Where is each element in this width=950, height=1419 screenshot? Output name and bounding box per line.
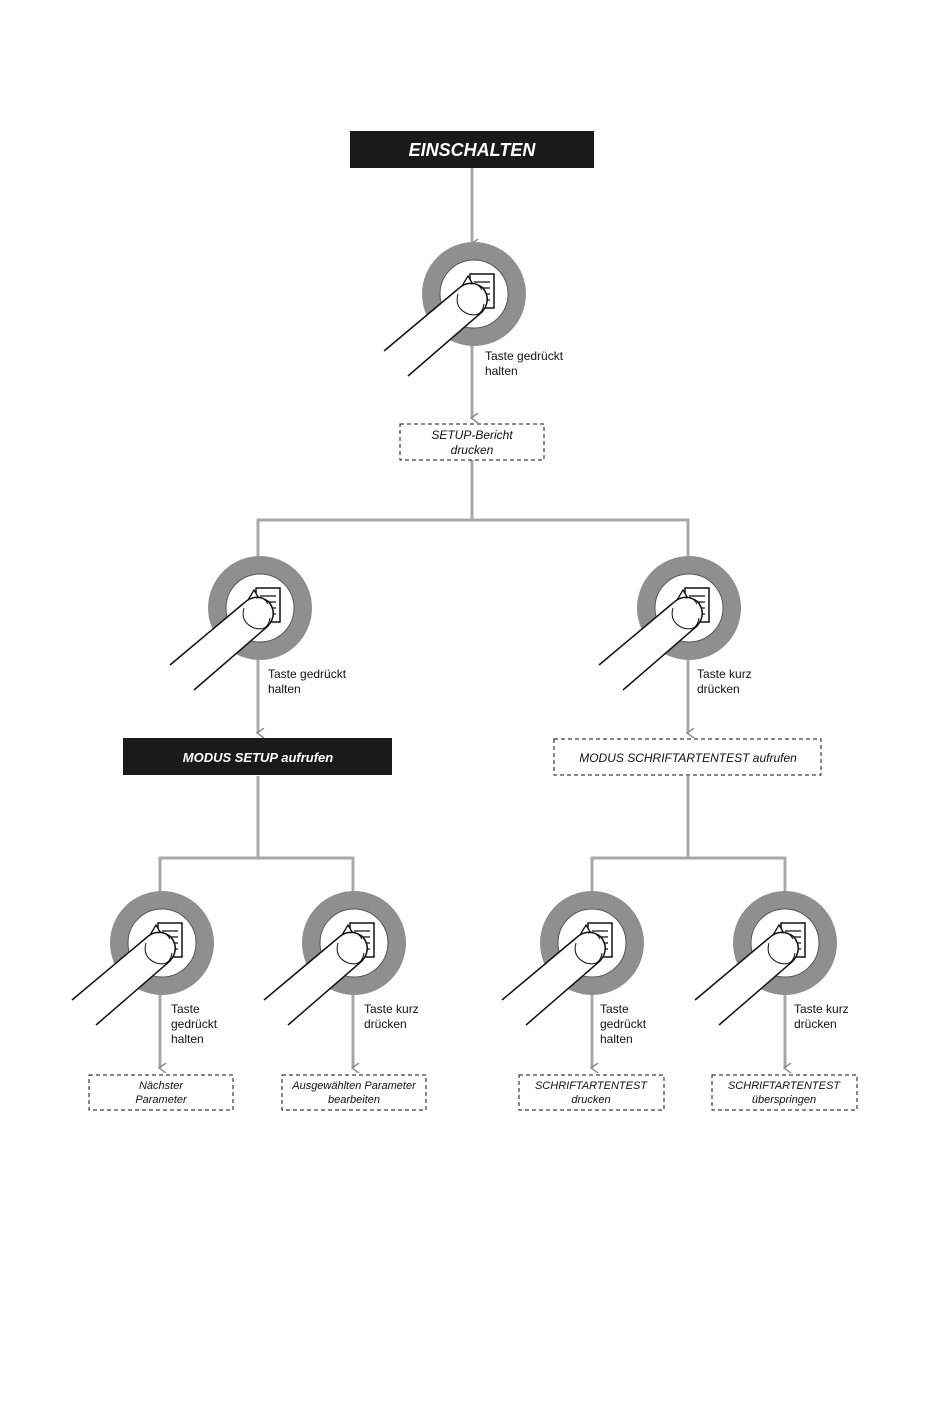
action-b3-line3: halten [600,1032,633,1046]
action-label-b2: Taste kurz drücken [364,1002,419,1031]
node-skip-font-test-line2: überspringen [752,1094,816,1106]
connector-report-split [256,460,690,560]
action-label-top: Taste gedrückt halten [485,349,564,378]
connector-setup-split [158,776,355,895]
node-font-test-mode-label: MODUS SCHRIFTARTENTEST aufrufen [579,751,797,765]
node-print-font-test-line1: SCHRIFTARTENTEST [535,1080,648,1092]
connector-fonttest-split [590,776,787,895]
action-label-b1: Taste gedrückt halten [171,1002,218,1046]
action-top-line2: halten [485,364,518,378]
node-setup-report: SETUP-Bericht drucken [399,423,545,461]
action-b4-line1: Taste kurz [794,1002,849,1016]
node-power-on: EINSCHALTEN [350,131,594,168]
node-edit-parameter-line2: bearbeiten [328,1094,380,1106]
action-right-line2: drücken [697,682,740,696]
action-left-line2: halten [268,682,301,696]
action-b3-line2: gedrückt [600,1017,647,1031]
action-label-right: Taste kurz drücken [697,667,752,696]
action-label-left: Taste gedrückt halten [268,667,347,696]
node-next-parameter: Nächster Parameter [88,1074,234,1111]
node-print-font-test: SCHRIFTARTENTEST drucken [518,1074,665,1111]
action-b4-line2: drücken [794,1017,837,1031]
node-next-parameter-line2: Parameter [135,1094,188,1106]
connector-lines [160,168,785,1068]
node-print-font-test-line2: drucken [571,1094,610,1106]
action-label-b3: Taste gedrückt halten [600,1002,647,1046]
node-setup-report-line2: drucken [451,443,494,457]
node-power-on-label: EINSCHALTEN [409,140,537,160]
node-edit-parameter-line1: Ausgewählten Parameter [291,1080,417,1092]
action-b3-line1: Taste [600,1002,629,1016]
action-b1-line1: Taste [171,1002,200,1016]
action-b2-line1: Taste kurz [364,1002,419,1016]
node-next-parameter-line1: Nächster [139,1080,184,1092]
node-edit-parameter: Ausgewählten Parameter bearbeiten [281,1074,427,1111]
node-setup-mode: MODUS SETUP aufrufen [123,738,392,775]
action-right-line1: Taste kurz [697,667,752,681]
action-b2-line2: drücken [364,1017,407,1031]
node-setup-report-line1: SETUP-Bericht [431,428,513,442]
node-font-test-mode: MODUS SCHRIFTARTENTEST aufrufen [553,738,822,776]
node-skip-font-test: SCHRIFTARTENTEST überspringen [711,1074,858,1111]
action-label-b4: Taste kurz drücken [794,1002,849,1031]
node-setup-mode-label: MODUS SETUP aufrufen [183,750,334,765]
action-b1-line2: gedrückt [171,1017,218,1031]
node-skip-font-test-line1: SCHRIFTARTENTEST [728,1080,841,1092]
action-top-line1: Taste gedrückt [485,349,564,363]
action-left-line1: Taste gedrückt [268,667,347,681]
action-b1-line3: halten [171,1032,204,1046]
